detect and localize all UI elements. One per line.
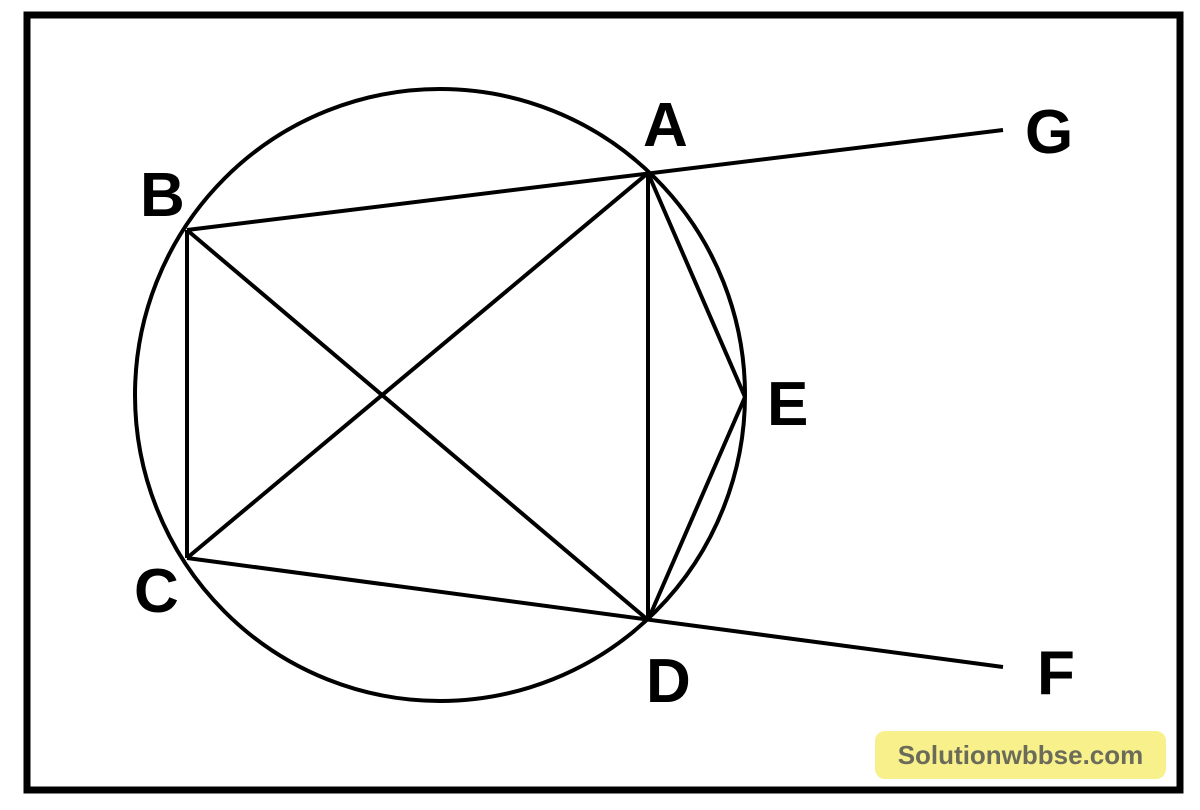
- segment-ED: [646, 396, 747, 621]
- segment-AE: [646, 172, 747, 398]
- label-D: D: [646, 647, 691, 716]
- segment-AC: [185, 171, 650, 560]
- watermark: Solutionwbbse.com: [875, 731, 1166, 779]
- label-G: G: [1025, 98, 1073, 167]
- segment-CF: [186, 556, 1004, 669]
- segment-BG: [186, 128, 1004, 232]
- segment-BD: [185, 228, 650, 622]
- frame-border: [23, 11, 1184, 794]
- label-C: C: [134, 557, 179, 626]
- label-B: B: [140, 161, 185, 230]
- label-E: E: [767, 370, 808, 439]
- label-A: A: [643, 91, 688, 160]
- label-F: F: [1037, 639, 1075, 708]
